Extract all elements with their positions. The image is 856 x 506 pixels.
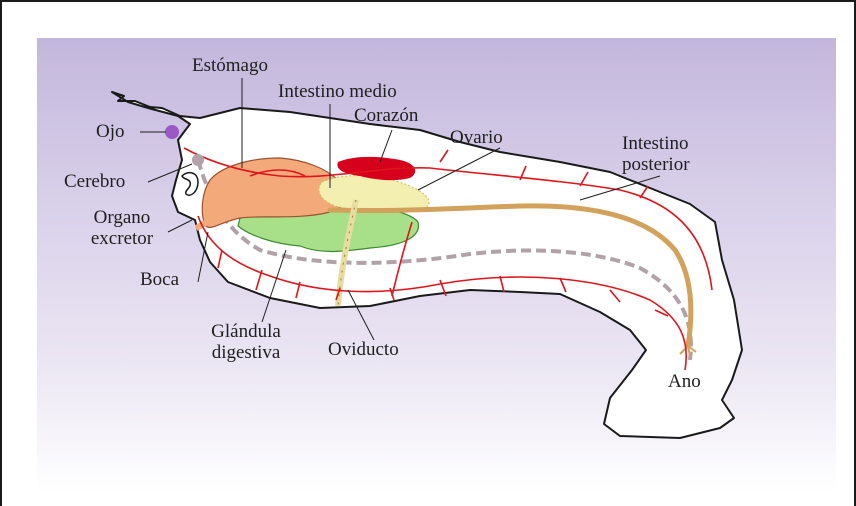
label-oviducto: Oviducto	[328, 340, 399, 361]
label-intestino-posterior-line2: posterior	[622, 155, 690, 176]
label-intestino-medio: Intestino medio	[278, 82, 397, 103]
label-estomago: Estómago	[192, 56, 268, 77]
label-glandula-digestiva-line2: digestiva	[196, 343, 296, 364]
label-cerebro: Cerebro	[64, 172, 125, 193]
label-glandula-digestiva-line1: Glándula	[196, 322, 296, 343]
label-intestino-posterior: Intestino posterior	[622, 134, 690, 175]
label-organo-excretor-line1: Organo	[72, 208, 172, 229]
label-organo-excretor: Organo excretor	[72, 208, 172, 249]
label-ovario: Ovario	[450, 128, 503, 149]
label-glandula-digestiva: Glándula digestiva	[196, 322, 296, 363]
label-ojo: Ojo	[96, 122, 125, 143]
label-organo-excretor-line2: excretor	[72, 229, 172, 250]
eye	[165, 125, 179, 139]
brain-ganglion	[192, 154, 204, 166]
label-intestino-posterior-line1: Intestino	[622, 134, 690, 155]
label-corazon: Corazón	[354, 106, 418, 127]
label-ano: Ano	[668, 372, 701, 393]
label-boca: Boca	[140, 270, 179, 291]
